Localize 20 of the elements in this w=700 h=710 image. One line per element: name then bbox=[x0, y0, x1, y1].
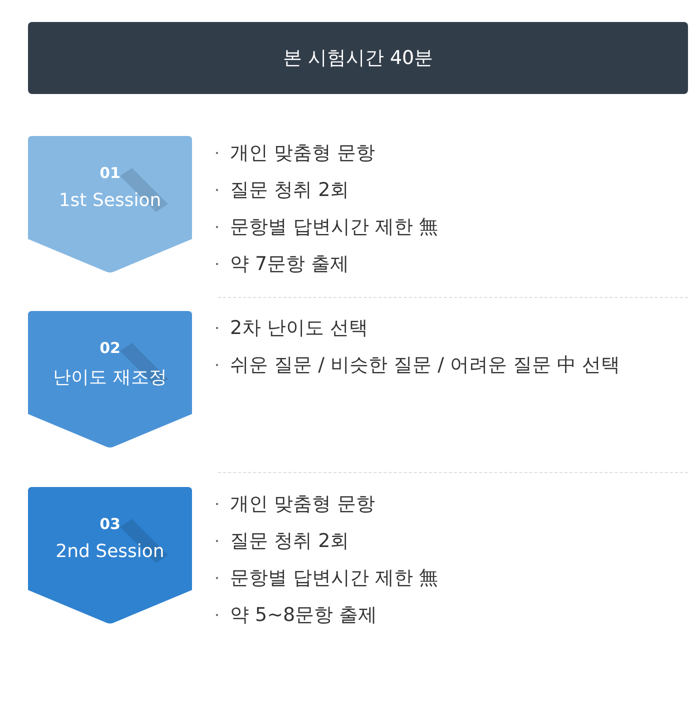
bullet-text: 질문 청취 2회 bbox=[230, 178, 350, 203]
bullet-text: 개인 맞춤형 문항 bbox=[230, 141, 376, 166]
bullet-text: 문항별 답변시간 제한 無 bbox=[230, 566, 438, 591]
bullet-text: 쉬운 질문 / 비슷한 질문 / 어려운 질문 中 선택 bbox=[230, 353, 620, 378]
step-title: 2nd Session bbox=[54, 541, 166, 562]
chevron-box bbox=[28, 311, 192, 448]
step-number: 02 bbox=[98, 339, 122, 357]
bullet-text: 2차 난이도 선택 bbox=[230, 316, 368, 341]
header-bar: 본 시험시간 40분 bbox=[28, 22, 688, 94]
step-title: 1st Session bbox=[58, 190, 162, 211]
step-number: 01 bbox=[98, 164, 122, 182]
bullet-text: 개인 맞춤형 문항 bbox=[230, 492, 376, 517]
bullet-text: 문항별 답변시간 제한 無 bbox=[230, 215, 438, 240]
chevron-box bbox=[28, 487, 192, 624]
step-title: 난이도 재조정 bbox=[52, 366, 168, 389]
chevron-box bbox=[28, 136, 192, 273]
bullet-text: 질문 청취 2회 bbox=[230, 529, 350, 554]
bullet-text: 약 5~8문항 출제 bbox=[230, 603, 378, 628]
step-number: 03 bbox=[98, 515, 122, 533]
bullet-text: 약 7문항 출제 bbox=[230, 252, 350, 277]
